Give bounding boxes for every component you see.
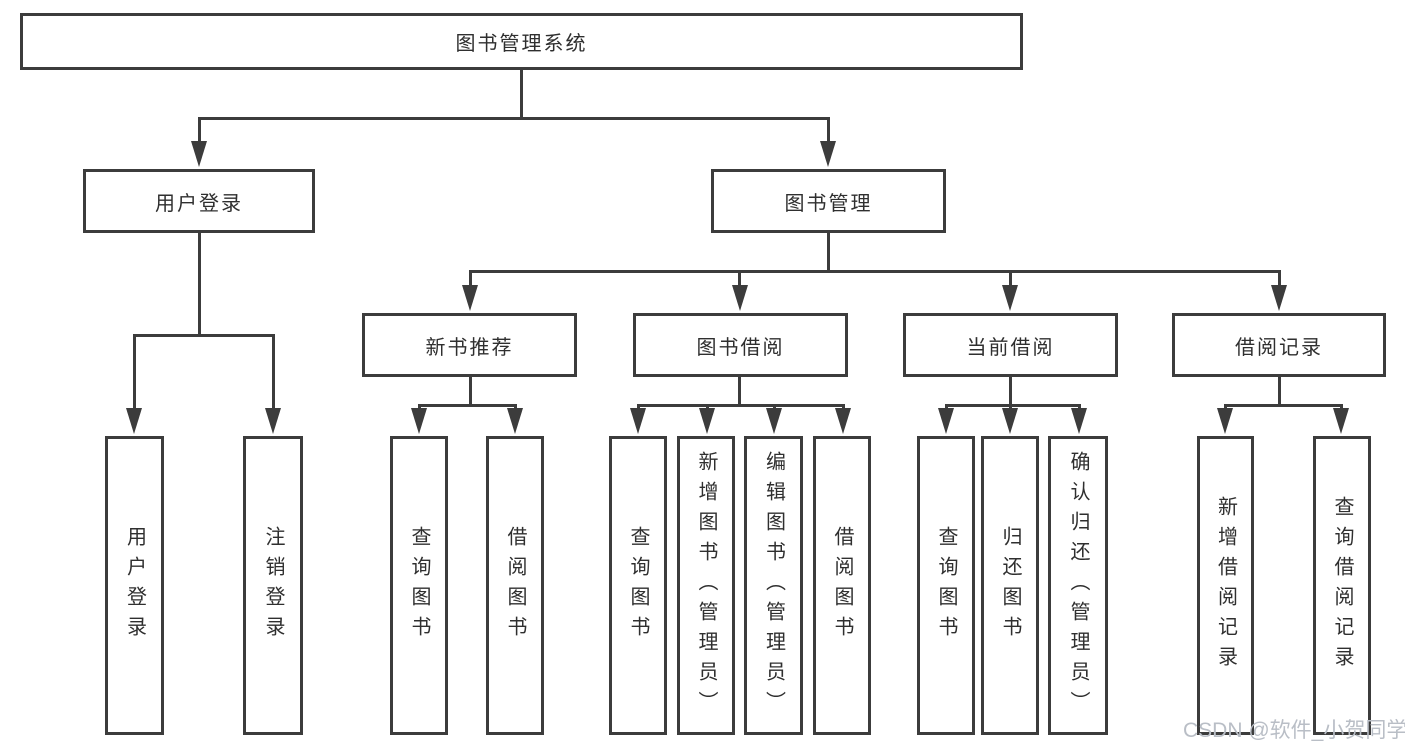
- leaf-label: 查询图书: [627, 525, 649, 646]
- arrowhead-current-borrow: [1002, 285, 1018, 311]
- leaf-label: 新增图书（管理员）: [695, 450, 717, 721]
- leaf-query-borrow-record: 查询借阅记录: [1313, 436, 1371, 735]
- connector-current-borrow-crossbar: [945, 404, 1081, 407]
- leaf-label: 借阅图书: [831, 525, 853, 646]
- arrowhead-borrow-books-1: [507, 408, 523, 434]
- arrowhead-borrow-books-2: [835, 408, 851, 434]
- node-user-login: 用户登录: [83, 169, 315, 233]
- connector-user-login-crossbar: [133, 334, 275, 337]
- leaf-label: 查询图书: [408, 525, 430, 646]
- connector-new-book-crossbar: [418, 404, 517, 407]
- arrowhead-leaf-user-login: [126, 408, 142, 434]
- connector-book-borrow-crossbar: [638, 404, 845, 407]
- leaf-logout: 注销登录: [243, 436, 303, 735]
- connector-book-management-stem: [827, 233, 830, 273]
- connector-new-book-stem: [469, 377, 472, 407]
- connector-stem-book-management: [827, 117, 830, 145]
- arrowhead-borrow-records: [1271, 285, 1287, 311]
- csdn-watermark: CSDN @软件_小贺同学: [1183, 719, 1405, 742]
- connector-stem-book-borrow: [738, 270, 741, 290]
- connector-stem-leaf-user-login: [133, 334, 136, 414]
- arrowhead-query-books-2: [630, 408, 646, 434]
- node-book-borrow: 图书借阅: [633, 313, 848, 377]
- node-new-book-recommend: 新书推荐: [362, 313, 577, 377]
- connector-user-login-stem: [198, 233, 201, 337]
- leaf-label: 注销登录: [262, 525, 284, 646]
- arrowhead-add-record: [1217, 408, 1233, 434]
- arrowhead-query-books-1: [411, 408, 427, 434]
- arrowhead-confirm-return: [1071, 408, 1087, 434]
- node-borrow-records: 借阅记录: [1172, 313, 1386, 377]
- arrowhead-book-borrow: [732, 285, 748, 311]
- node-label: 借阅记录: [1235, 336, 1323, 359]
- leaf-label: 查询借阅记录: [1331, 495, 1353, 676]
- connector-root-crossbar: [198, 117, 830, 120]
- arrowhead-return-book: [1002, 408, 1018, 434]
- node-label: 新书推荐: [425, 336, 514, 359]
- leaf-label: 归还图书: [999, 525, 1021, 646]
- connector-stem-borrow-records: [1278, 270, 1281, 290]
- leaf-query-books-1: 查询图书: [390, 436, 448, 735]
- leaf-label: 查询图书: [935, 525, 957, 646]
- connector-current-borrow-stem: [1009, 377, 1012, 407]
- node-label: 图书管理系统: [455, 33, 588, 55]
- leaf-label: 用户登录: [123, 525, 146, 646]
- arrowhead-add-book: [699, 408, 715, 434]
- connector-stem-current-borrow: [1009, 270, 1012, 290]
- leaf-label: 确认归还（管理员）: [1067, 450, 1089, 721]
- leaf-query-books-2: 查询图书: [609, 436, 667, 735]
- node-label: 图书借阅: [696, 336, 785, 359]
- leaf-add-borrow-record: 新增借阅记录: [1197, 436, 1254, 735]
- leaf-query-books-3: 查询图书: [917, 436, 975, 735]
- arrowhead-edit-book: [766, 408, 782, 434]
- node-label: 图书管理: [784, 192, 873, 215]
- connector-root-stem: [520, 70, 523, 120]
- leaf-borrow-books-2: 借阅图书: [813, 436, 871, 735]
- connector-book-management-crossbar: [469, 270, 1280, 273]
- node-book-management: 图书管理: [711, 169, 946, 233]
- arrowhead-new-book: [462, 285, 478, 311]
- leaf-edit-book-admin: 编辑图书（管理员）: [744, 436, 803, 735]
- leaf-label: 编辑图书（管理员）: [762, 450, 785, 721]
- connector-borrow-records-crossbar: [1224, 404, 1342, 407]
- leaf-label: 新增借阅记录: [1214, 495, 1237, 676]
- leaf-label: 借阅图书: [504, 525, 526, 646]
- node-label: 当前借阅: [966, 336, 1055, 359]
- arrowhead-query-books-3: [938, 408, 954, 434]
- node-label: 用户登录: [155, 192, 243, 215]
- leaf-borrow-books-1: 借阅图书: [486, 436, 544, 735]
- node-current-borrow: 当前借阅: [903, 313, 1118, 377]
- leaf-add-book-admin: 新增图书（管理员）: [677, 436, 735, 735]
- connector-stem-new-book: [469, 270, 472, 290]
- arrowhead-user-login: [191, 141, 207, 167]
- connector-borrow-records-stem: [1278, 377, 1281, 407]
- arrowhead-leaf-logout: [265, 408, 281, 434]
- connector-stem-user-login: [198, 117, 201, 145]
- arrowhead-book-management: [820, 141, 836, 167]
- arrowhead-query-record: [1333, 408, 1349, 434]
- connector-book-borrow-stem: [738, 377, 741, 407]
- leaf-user-login: 用户登录: [105, 436, 164, 735]
- leaf-return-book: 归还图书: [981, 436, 1039, 735]
- leaf-confirm-return-admin: 确认归还（管理员）: [1048, 436, 1108, 735]
- node-library-management-system: 图书管理系统: [20, 13, 1023, 70]
- connector-stem-leaf-logout: [272, 334, 275, 414]
